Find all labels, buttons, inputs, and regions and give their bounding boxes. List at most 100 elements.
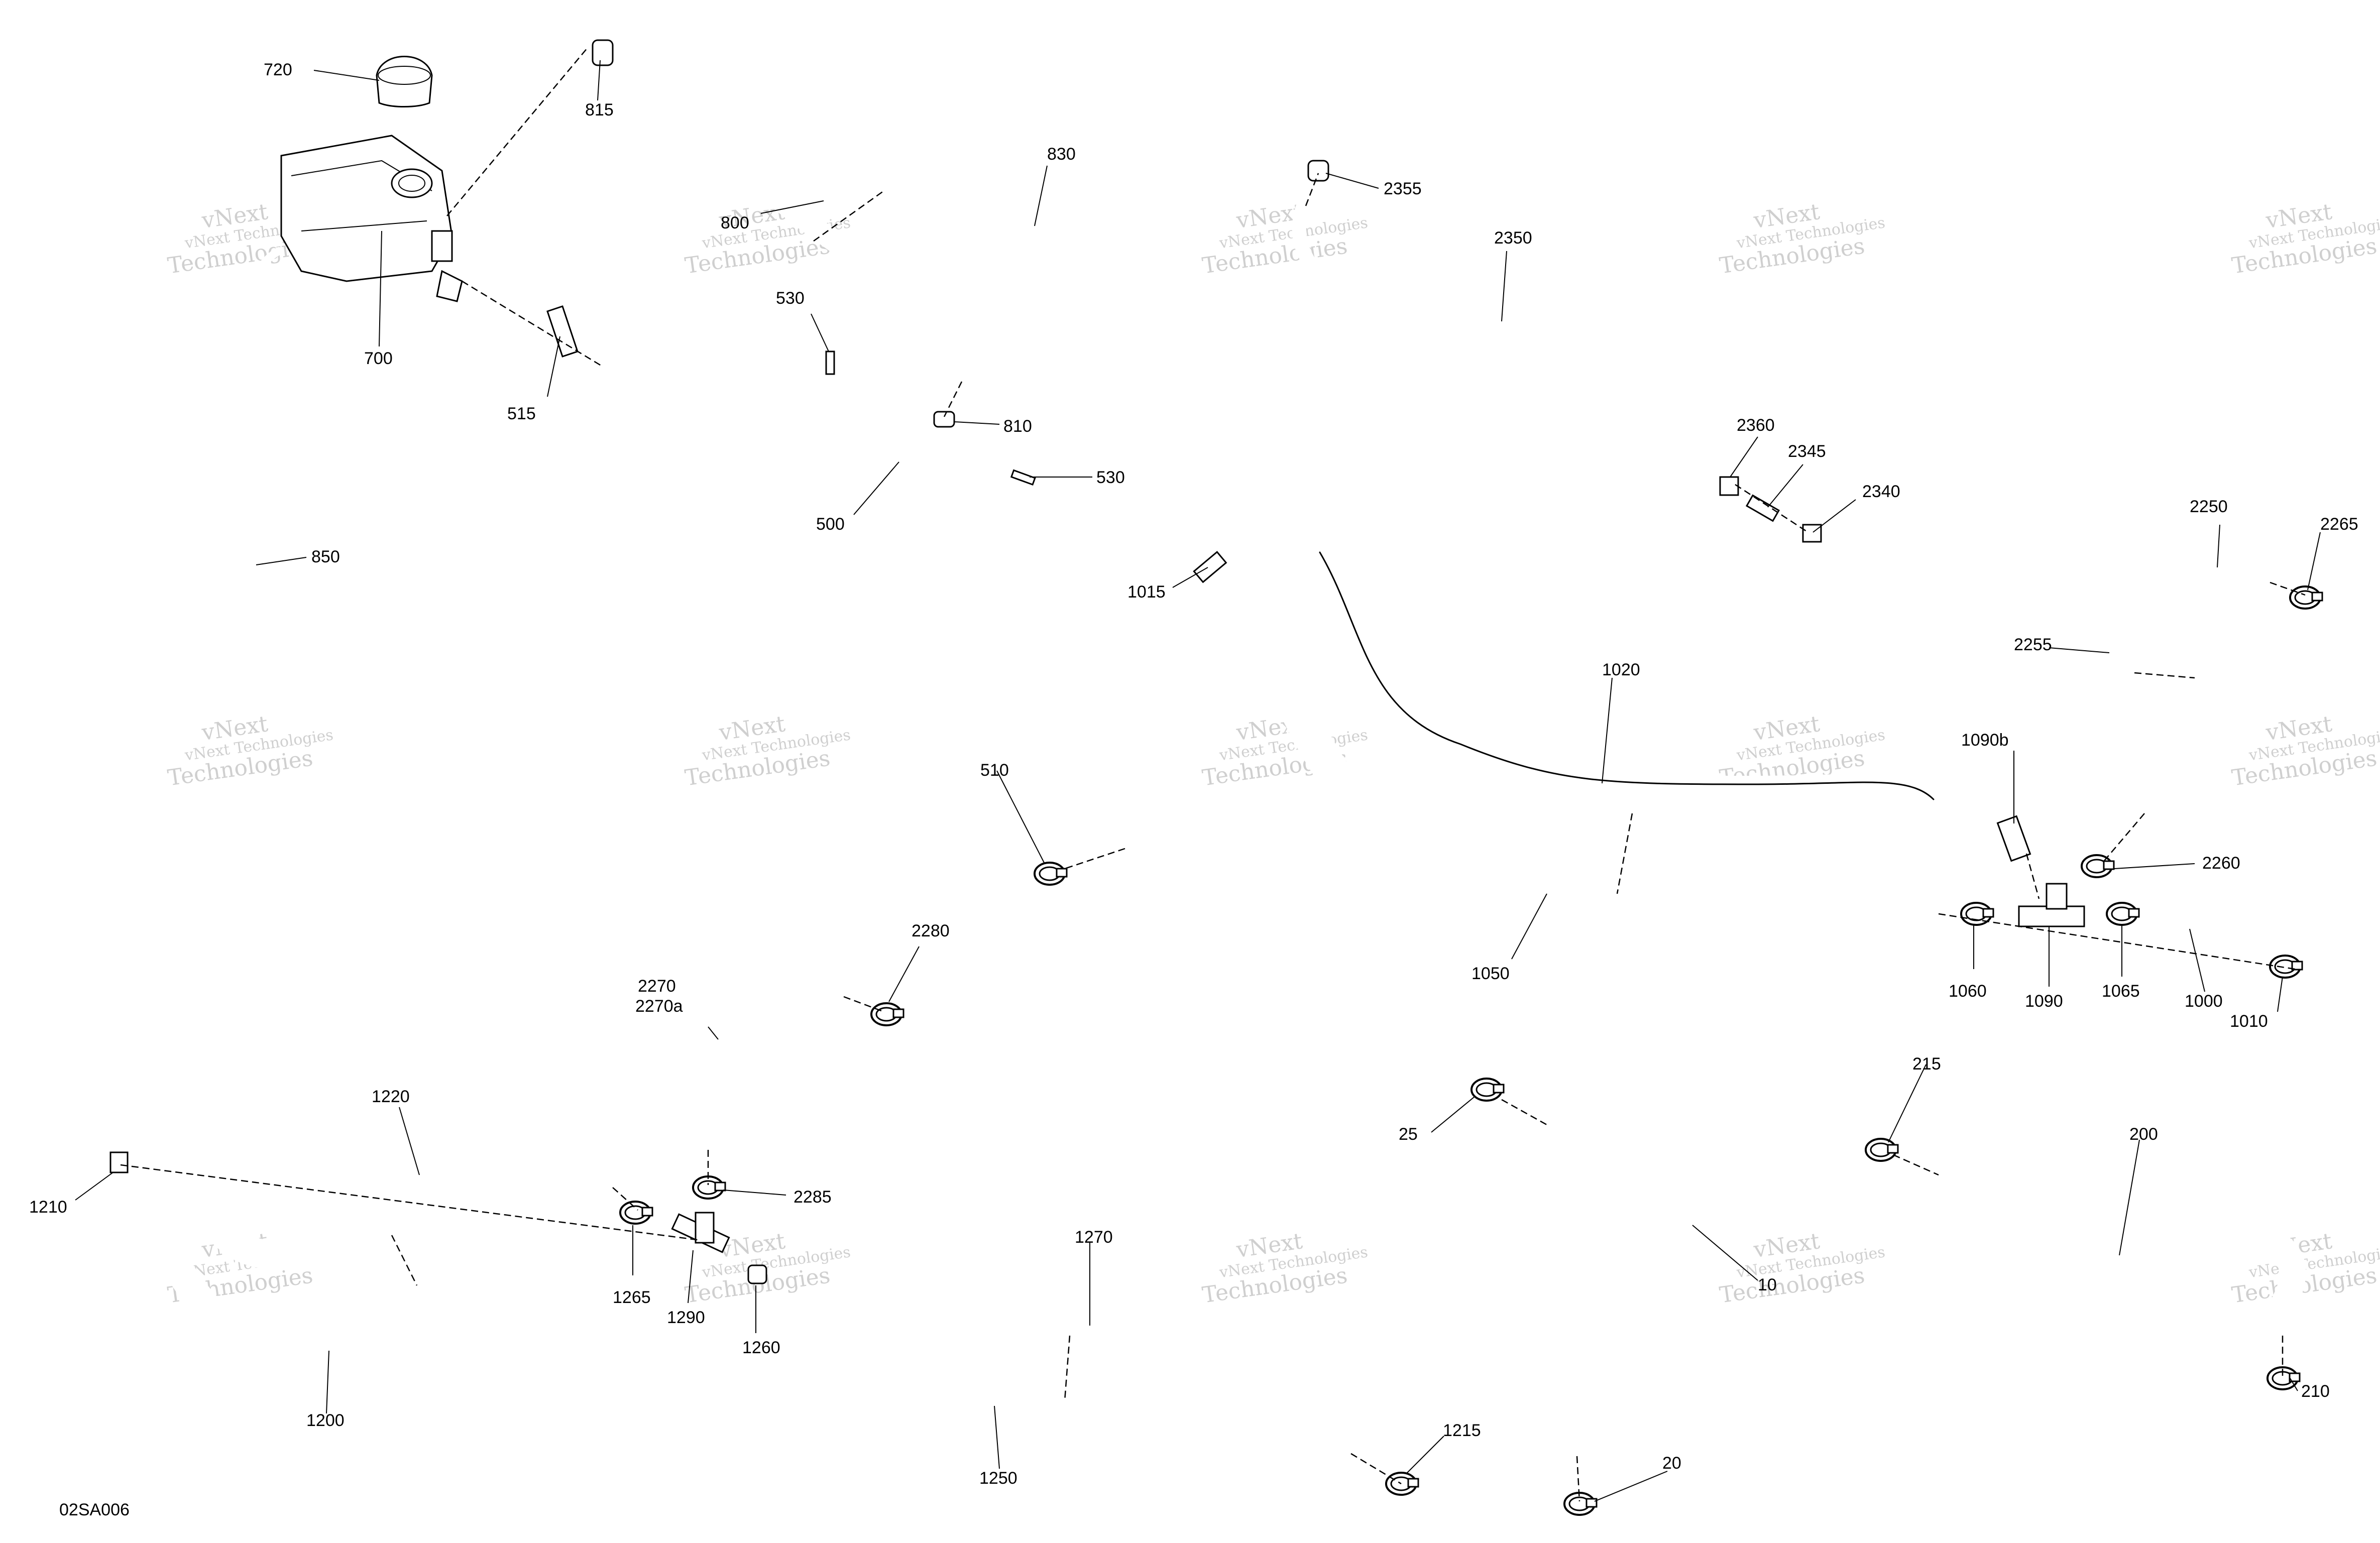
reservoir-700: [280, 135, 463, 302]
label-1090: 1090: [2025, 992, 2063, 1011]
label-2270a: 2270a: [635, 997, 683, 1016]
label-1090b: 1090b: [1961, 731, 2009, 750]
fitting-1210: [109, 1151, 129, 1173]
clamp-20: [1563, 1492, 1598, 1516]
sensor-1090b: [1996, 815, 2031, 862]
label-515: 515: [507, 404, 536, 423]
label-215: 215: [1912, 1054, 1941, 1074]
hose-2250: [2125, 547, 2280, 828]
label-1060: 1060: [1949, 982, 1987, 1001]
label-815: 815: [585, 100, 614, 120]
label-1015: 1015: [1127, 582, 1166, 602]
label-2265: 2265: [2320, 515, 2358, 534]
dash-800-830: [813, 190, 884, 242]
fitting-1015: [1193, 551, 1227, 583]
hose-200: [1931, 1162, 2306, 1344]
clamp-2265: [2289, 585, 2323, 610]
label-2260: 2260: [2202, 854, 2240, 873]
hose-800: [637, 72, 998, 422]
hose-1270: [851, 1242, 1349, 1364]
clamp-2260: [2081, 854, 2115, 878]
hose-2255: [2056, 547, 2155, 779]
clamp-2355: [1307, 160, 1329, 182]
watermark-tile: vNext Technologies vNext Technologies: [2230, 711, 2380, 791]
label-2285: 2285: [794, 1188, 832, 1207]
label-2280: 2280: [912, 921, 950, 940]
dash-1200-1220: [391, 1235, 418, 1286]
hose-1050: [1233, 605, 1946, 929]
label-850: 850: [311, 547, 340, 566]
label-1260: 1260: [742, 1338, 780, 1357]
tee-1090: [2018, 883, 2085, 927]
label-1065: 1065: [2102, 982, 2140, 1001]
label-25: 25: [1399, 1125, 1418, 1144]
label-1020: 1020: [1602, 660, 1640, 679]
clamp-25: [1470, 1078, 1505, 1102]
part-labels: 720 815 830 800 700 515 530 810 530 500 …: [29, 60, 2358, 1519]
watermark-tile: vNext Technologies vNext Technologies: [1201, 199, 1369, 279]
label-210: 210: [2301, 1382, 2330, 1401]
bolt-530b: [1010, 469, 1036, 486]
clamp-2280: [870, 1002, 904, 1026]
label-1200: 1200: [306, 1411, 345, 1430]
watermark-tile: vNext Technologies vNext Technologies: [2230, 199, 2380, 279]
label-700: 700: [364, 349, 393, 368]
label-2360: 2360: [1737, 416, 1775, 435]
label-800: 800: [721, 213, 749, 232]
hose-830: [725, 50, 1067, 342]
watermark-tile: vNext Technologies vNext Technologies: [1718, 199, 1886, 279]
label-2250: 2250: [2190, 497, 2228, 516]
label-1010: 1010: [2230, 1012, 2268, 1031]
label-200: 200: [2129, 1125, 2158, 1144]
label-1270: 1270: [1075, 1228, 1113, 1247]
label-2355: 2355: [1384, 179, 1422, 198]
clamp-1260: [747, 1264, 767, 1284]
label-10: 10: [1758, 1275, 1777, 1294]
label-1265: 1265: [613, 1288, 651, 1307]
label-1000: 1000: [2185, 992, 2223, 1011]
hose-2350: [1292, 199, 1705, 474]
label-20: 20: [1662, 1454, 1681, 1473]
hose-layer: [134, 50, 2306, 1472]
dash-2250-2255: [2134, 672, 2195, 679]
fitting-1290: [671, 1212, 730, 1253]
label-2345: 2345: [1788, 442, 1826, 461]
label-1215: 1215: [1443, 1421, 1481, 1440]
hose-500: [592, 358, 1163, 852]
hose-1220: [164, 1040, 587, 1270]
hose-850: [231, 247, 283, 642]
clamp-810: [933, 411, 955, 428]
watermark-tile: vNext Technologies vNext Technologies: [684, 199, 852, 279]
hose-10: [1536, 1109, 1844, 1472]
label-2340: 2340: [1862, 482, 1900, 501]
label-530a: 530: [776, 289, 805, 308]
label-1250: 1250: [979, 1469, 1017, 1488]
clamp-1265: [619, 1201, 653, 1225]
clamp-510: [1034, 862, 1068, 886]
clamp-2285: [692, 1175, 726, 1200]
watermark-layer: vNext Technologies vNext Technologies vN…: [166, 199, 2380, 1308]
label-1210: 1210: [29, 1198, 67, 1217]
label-510: 510: [980, 761, 1009, 780]
clamp-815: [592, 39, 614, 66]
leader-lines: [75, 60, 2321, 1502]
label-720: 720: [264, 60, 292, 79]
drawing-code: 02SA006: [59, 1500, 130, 1519]
watermark-tile: vNext Technologies vNext Technologies: [684, 711, 852, 791]
nut-2360: [1719, 476, 1739, 496]
watermark-tile: vNext Technologies vNext Technologies: [166, 711, 334, 791]
label-500: 500: [816, 515, 845, 534]
label-530b: 530: [1096, 468, 1125, 487]
label-830: 830: [1047, 145, 1076, 164]
label-810: 810: [1003, 417, 1032, 436]
assembly-lines: [120, 47, 2306, 1502]
clamp-1215: [1385, 1472, 1419, 1496]
clamp-215: [1865, 1138, 1899, 1162]
label-2270: 2270: [638, 977, 676, 996]
label-2350: 2350: [1494, 228, 1532, 248]
label-1050: 1050: [1471, 964, 1510, 983]
label-2255: 2255: [2014, 635, 2052, 654]
bracket-515: [546, 305, 579, 358]
bolt-530a: [825, 350, 835, 375]
